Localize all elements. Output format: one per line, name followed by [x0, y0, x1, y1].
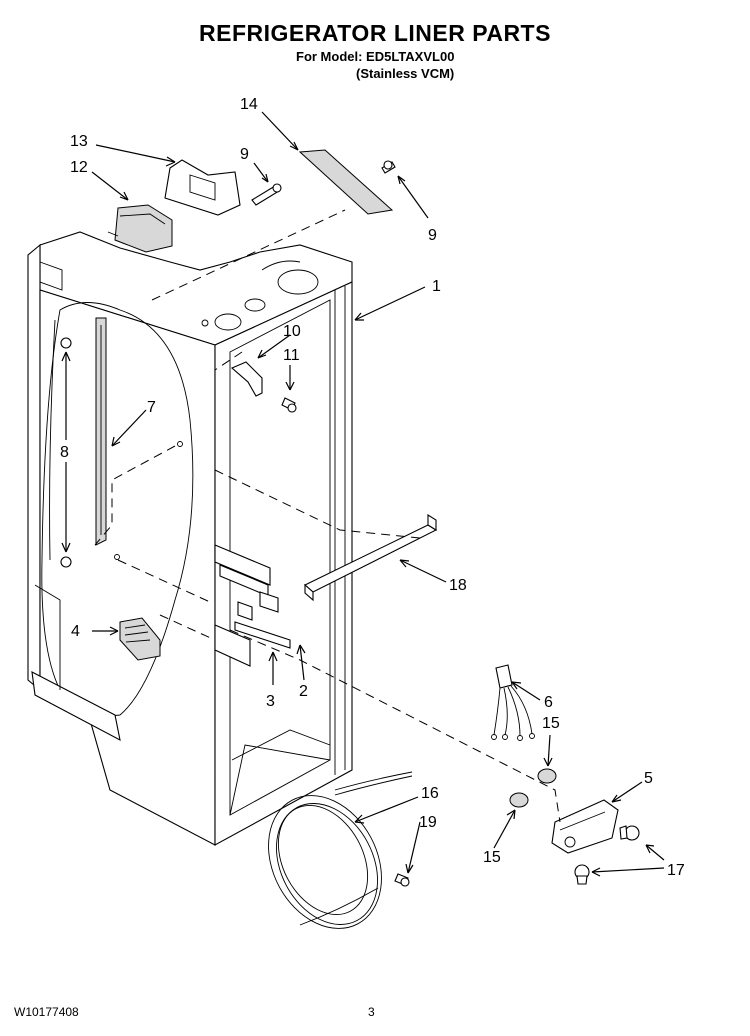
- callout-3: 3: [266, 693, 275, 710]
- page-title: REFRIGERATOR LINER PARTS: [199, 20, 551, 46]
- part-4-vent: [119, 617, 161, 661]
- callout-6: 6: [544, 694, 553, 711]
- part-9-screw-right: [381, 160, 396, 174]
- callout-7: 7: [147, 399, 156, 416]
- part-19-screw: [394, 873, 410, 887]
- callout-10: 10: [283, 323, 301, 340]
- part-8-screw-bottom: [60, 556, 72, 568]
- callout-12: 12: [70, 159, 88, 176]
- callout-15-bottom: 15: [483, 849, 501, 866]
- document-number: W10177408: [14, 1005, 79, 1019]
- callout-16: 16: [421, 785, 439, 802]
- callout-8: 8: [60, 444, 69, 461]
- callout-18: 18: [449, 577, 467, 594]
- callout-9-top: 9: [240, 146, 249, 163]
- part-5-light-housing: [551, 799, 619, 854]
- part-17-bulb-right: [619, 825, 640, 841]
- part-10-bracket: [230, 361, 263, 397]
- callout-17: 17: [667, 862, 685, 879]
- callout-5: 5: [644, 770, 653, 787]
- part-8-screw-top: [60, 337, 72, 349]
- part-16-coiled-tube: [268, 771, 413, 929]
- callout-1: 1: [432, 278, 441, 295]
- variant-line: (Stainless VCM): [356, 66, 455, 81]
- callout-11: 11: [283, 347, 300, 364]
- part-11-screw: [281, 397, 297, 413]
- callout-2: 2: [299, 683, 308, 700]
- part-15-socket-right: [537, 768, 557, 784]
- part-9-screw-top: [251, 183, 282, 206]
- callout-14: 14: [240, 96, 258, 113]
- page-number: 3: [368, 1005, 375, 1019]
- callout-15-top: 15: [542, 715, 560, 732]
- callout-19: 19: [419, 814, 437, 831]
- part-6-wire-harness: [491, 664, 535, 741]
- liner-body: [27, 231, 353, 846]
- model-line: For Model: ED5LTAXVL00: [296, 49, 455, 64]
- part-12-housing: [114, 204, 173, 253]
- part-13-cover: [164, 159, 241, 216]
- callout-9-right: 9: [428, 227, 437, 244]
- callout-4: 4: [71, 623, 80, 640]
- part-15-socket-left: [509, 792, 529, 808]
- part-17-bulb-bottom: [574, 864, 590, 885]
- part-14-duct-strip: [298, 149, 394, 215]
- callout-13: 13: [70, 133, 88, 150]
- leader-lines: [61, 111, 665, 877]
